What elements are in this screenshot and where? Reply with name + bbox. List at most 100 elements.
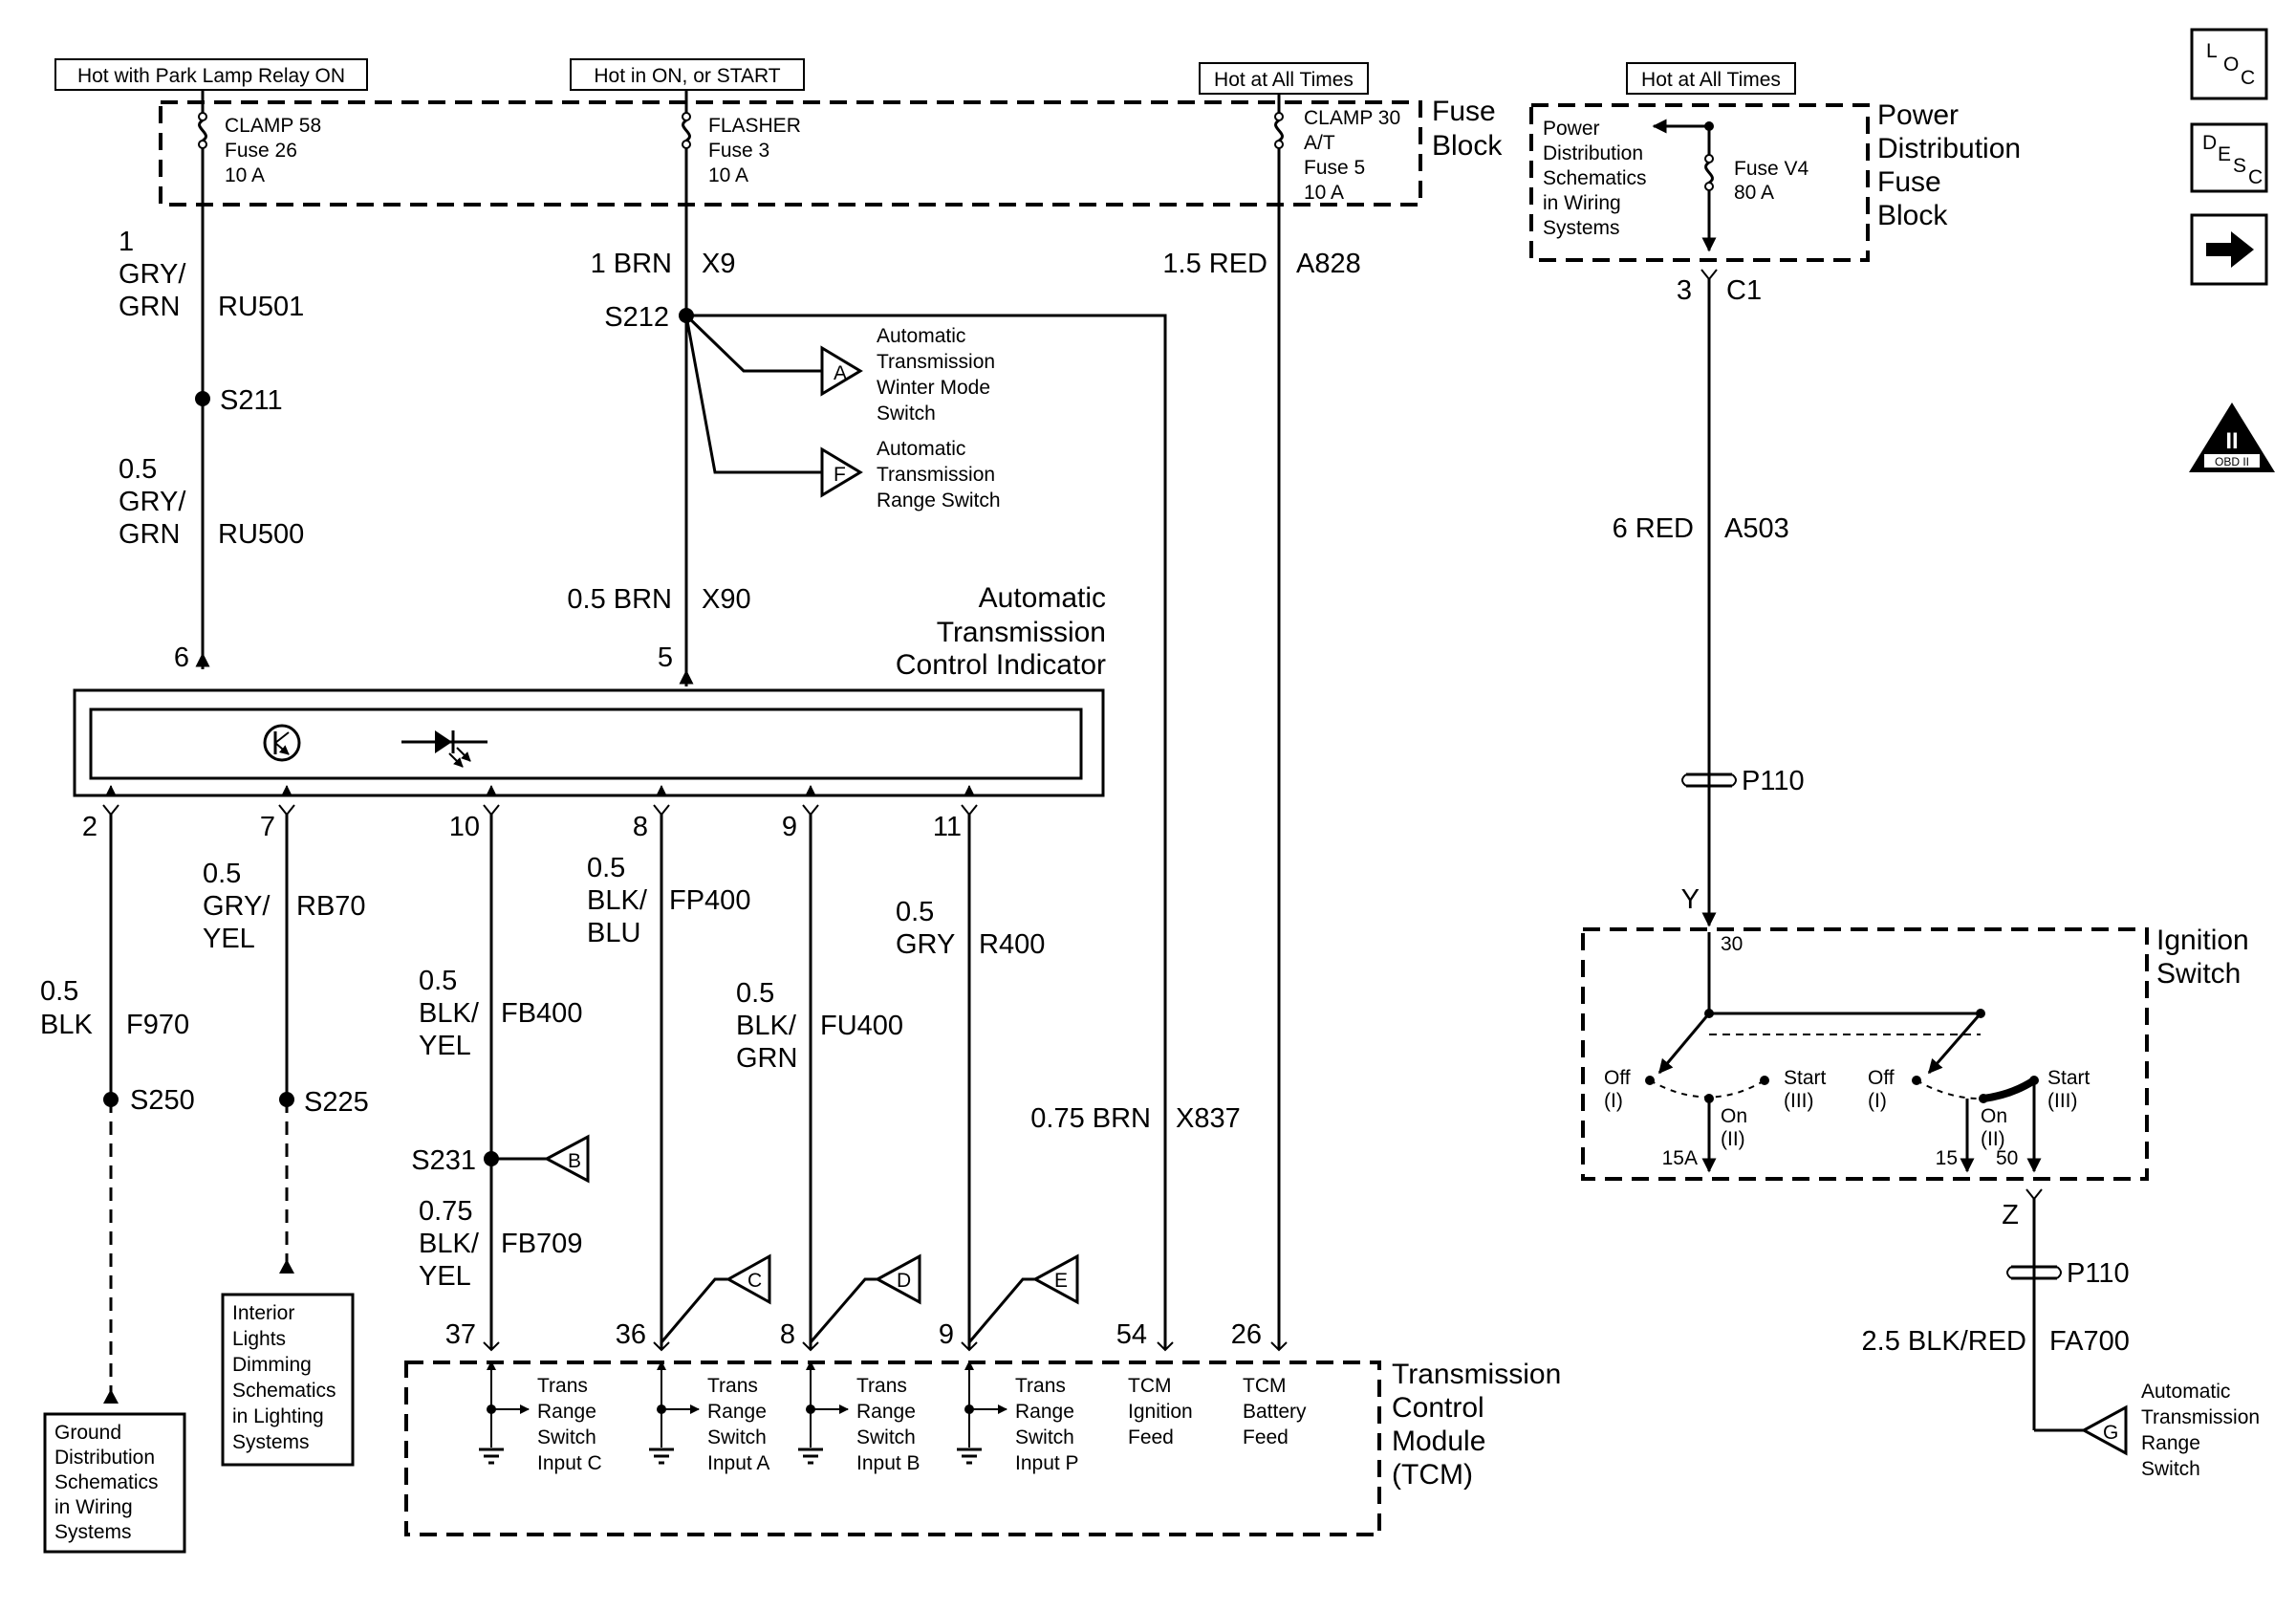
svg-text:10 A: 10 A [1304,182,1344,204]
svg-text:FB400: FB400 [501,998,582,1029]
description-button[interactable]: D E S C [2190,122,2268,193]
svg-text:Y: Y [1681,884,1700,915]
svg-text:Switch: Switch [877,403,936,425]
svg-text:BLK/: BLK/ [419,998,480,1029]
control-indicator: Automatic Transmission Control Indicator… [73,582,1106,797]
svg-text:Trans: Trans [537,1375,588,1397]
svg-text:0.5: 0.5 [40,976,78,1007]
svg-text:3: 3 [1677,275,1692,306]
svg-text:B: B [568,1150,581,1172]
svg-text:15A: 15A [1662,1147,1698,1169]
svg-text:2.5 BLK/RED: 2.5 BLK/RED [1862,1326,2026,1357]
tcm-connector-ticks [483,1341,1288,1352]
svg-text:10: 10 [449,812,480,842]
svg-text:Trans: Trans [1015,1375,1066,1397]
svg-text:Switch: Switch [2156,958,2241,990]
svg-text:GRY/: GRY/ [119,487,186,517]
power-label-fuse5-hot: Hot at All Times [1199,62,1369,95]
svg-text:Lights: Lights [232,1328,286,1350]
svg-text:A828: A828 [1296,249,1361,279]
svg-text:Automatic: Automatic [877,438,965,460]
svg-text:10 A: 10 A [225,164,265,186]
ref-d: D [874,1253,921,1305]
svg-text:A: A [834,362,847,384]
svg-text:0.5: 0.5 [587,853,625,883]
svg-text:Automatic: Automatic [2141,1381,2230,1403]
svg-text:in Wiring: in Wiring [1543,192,1621,214]
wire-fp400: 0.5 BLK/ BLU FP400 [587,815,750,1350]
svg-text:2: 2 [82,812,97,842]
svg-text:P110: P110 [1742,766,1805,796]
svg-text:36: 36 [616,1319,646,1350]
svg-text:C: C [747,1270,762,1292]
svg-text:Input P: Input P [1015,1452,1079,1474]
svg-text:1 BRN: 1 BRN [591,249,672,279]
connector-p110-top: P110 [1681,766,1805,796]
svg-text:RU500: RU500 [218,519,304,550]
indicator-bottom-pins: 2 7 10 8 9 11 [82,812,962,842]
svg-text:Transmission: Transmission [877,351,995,373]
svg-text:Systems: Systems [1543,217,1620,239]
ref-a-winter-mode-switch: A Automatic Transmission Winter Mode Swi… [820,325,995,425]
power-label-on-start: Hot in ON, or START [570,58,805,91]
svg-text:GRN: GRN [736,1043,797,1074]
svg-text:Feed: Feed [1243,1426,1289,1448]
svg-text:TCM: TCM [1243,1375,1287,1397]
svg-text:Hot at All Times: Hot at All Times [1641,69,1781,91]
svg-text:Input B: Input B [856,1452,921,1474]
svg-text:in Lighting: in Lighting [232,1405,324,1427]
wire-a503: 6 RED A503 [1613,279,1789,927]
arrow-right-icon [2206,231,2254,268]
svg-text:Hot at All Times: Hot at All Times [1214,69,1354,91]
svg-text:Z: Z [2002,1200,2019,1230]
connector-p110-bottom: P110 [2006,1258,2130,1289]
svg-text:BLU: BLU [587,918,640,948]
svg-text:Distribution: Distribution [1543,142,1643,164]
svg-text:5: 5 [658,642,673,673]
svg-text:Winter Mode: Winter Mode [877,377,990,399]
location-button[interactable]: L O C [2190,28,2268,100]
svg-text:YEL: YEL [419,1261,471,1292]
svg-text:Feed: Feed [1128,1426,1174,1448]
svg-text:S212: S212 [604,302,669,333]
svg-text:Off: Off [1868,1067,1895,1089]
wire-r400: 0.5 GRY R400 [896,815,1045,1350]
svg-text:Ignition: Ignition [1128,1401,1193,1423]
wire-fb400-fb709: 0.5 BLK/ YEL FB400 0.75 BLK/ YEL FB709 [419,815,582,1350]
svg-text:S250: S250 [130,1085,195,1116]
svg-text:Range: Range [2141,1432,2200,1454]
svg-text:OBD II: OBD II [2215,455,2249,468]
svg-text:R400: R400 [979,929,1045,960]
svg-text:Distribution: Distribution [1877,133,2021,164]
svg-text:BLK/: BLK/ [736,1011,797,1041]
ref-e: E [1031,1253,1079,1305]
next-page-button[interactable] [2190,213,2268,286]
svg-text:Switch: Switch [537,1426,596,1448]
svg-text:S: S [2233,155,2246,177]
obd-ii-button[interactable]: II OBD II [2189,403,2275,472]
indicator-pin-arrows [102,785,978,816]
svg-text:Systems: Systems [54,1521,132,1543]
svg-text:Trans: Trans [707,1375,758,1397]
svg-text:Interior: Interior [232,1302,294,1324]
svg-text:0.75: 0.75 [419,1196,472,1227]
svg-text:Range: Range [707,1401,767,1423]
svg-text:Module: Module [1392,1426,1485,1457]
svg-text:Range: Range [537,1401,596,1423]
svg-text:9: 9 [782,812,797,842]
splice-s231: S231 B [411,1134,590,1184]
svg-text:Automatic: Automatic [877,325,965,347]
svg-text:S231: S231 [411,1145,476,1176]
svg-text:Fuse V4: Fuse V4 [1734,158,1809,180]
svg-text:7: 7 [260,812,275,842]
fuse-block: Fuse Block [159,96,1503,207]
svg-text:Schematics: Schematics [1543,167,1647,189]
svg-text:0.5: 0.5 [203,859,241,889]
svg-text:Start: Start [1784,1067,1827,1089]
svg-text:RU501: RU501 [218,292,304,322]
svg-text:Fuse: Fuse [1877,166,1941,198]
svg-text:Fuse 5: Fuse 5 [1304,157,1365,179]
svg-text:Switch: Switch [707,1426,767,1448]
svg-text:GRN: GRN [119,292,180,322]
